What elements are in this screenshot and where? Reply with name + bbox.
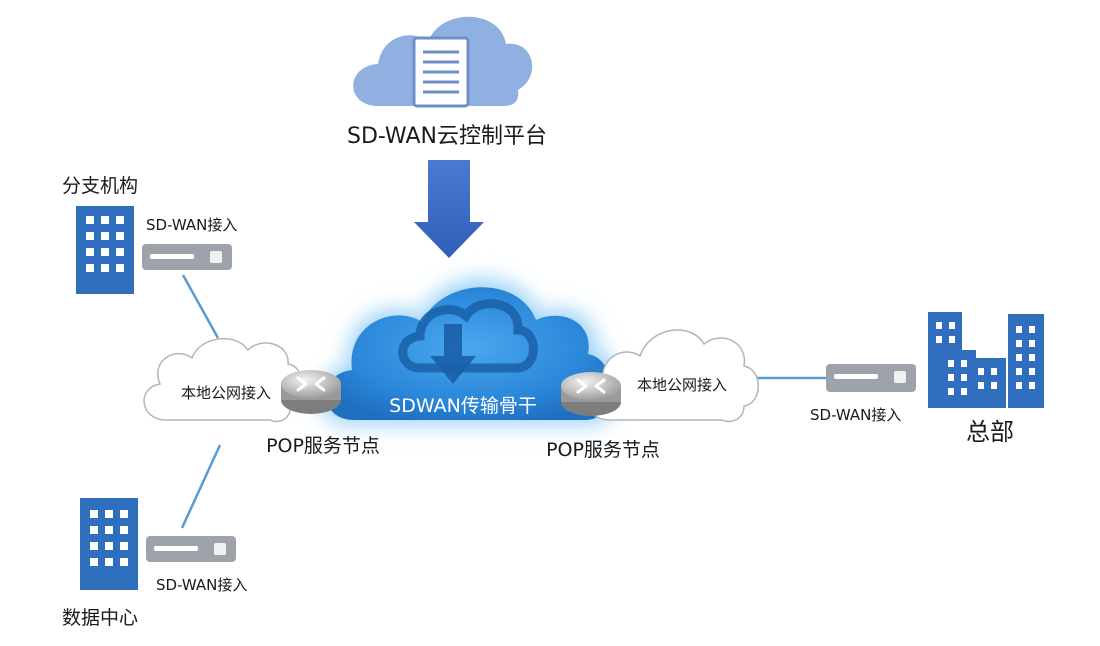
hq-access-label: SD-WAN接入 [810, 406, 901, 424]
backbone-cloud-icon [318, 278, 621, 425]
branch-label: 分支机构 [62, 175, 138, 197]
sdwan-device-icon [146, 536, 236, 562]
router-icon [281, 370, 341, 414]
backbone-label: SDWAN传输骨干 [389, 395, 537, 417]
router-icon [561, 372, 621, 416]
cloud-server-icon [353, 16, 533, 108]
branch-access-label: SD-WAN接入 [146, 216, 237, 234]
pop-right-label: POP服务节点 [546, 439, 660, 461]
building-icon [80, 498, 138, 590]
datacenter-label: 数据中心 [62, 607, 138, 629]
link-branch [181, 274, 220, 339]
platform-label: SD-WAN云控制平台 [347, 124, 547, 149]
building-icon [76, 206, 134, 294]
local-access-left-label: 本地公网接入 [181, 384, 271, 402]
datacenter-access-label: SD-WAN接入 [156, 576, 247, 594]
pop-left-label: POP服务节点 [266, 435, 380, 457]
hq-label: 总部 [966, 418, 1014, 446]
link-lines [180, 274, 826, 529]
sdwan-device-icon [826, 364, 916, 392]
cloud-left-icon [143, 337, 303, 423]
office-buildings-icon [928, 312, 1044, 408]
sdwan-device-icon [142, 244, 232, 270]
link-datacenter [180, 444, 222, 529]
down-arrow-icon [414, 160, 484, 258]
local-access-right-label: 本地公网接入 [637, 376, 727, 394]
